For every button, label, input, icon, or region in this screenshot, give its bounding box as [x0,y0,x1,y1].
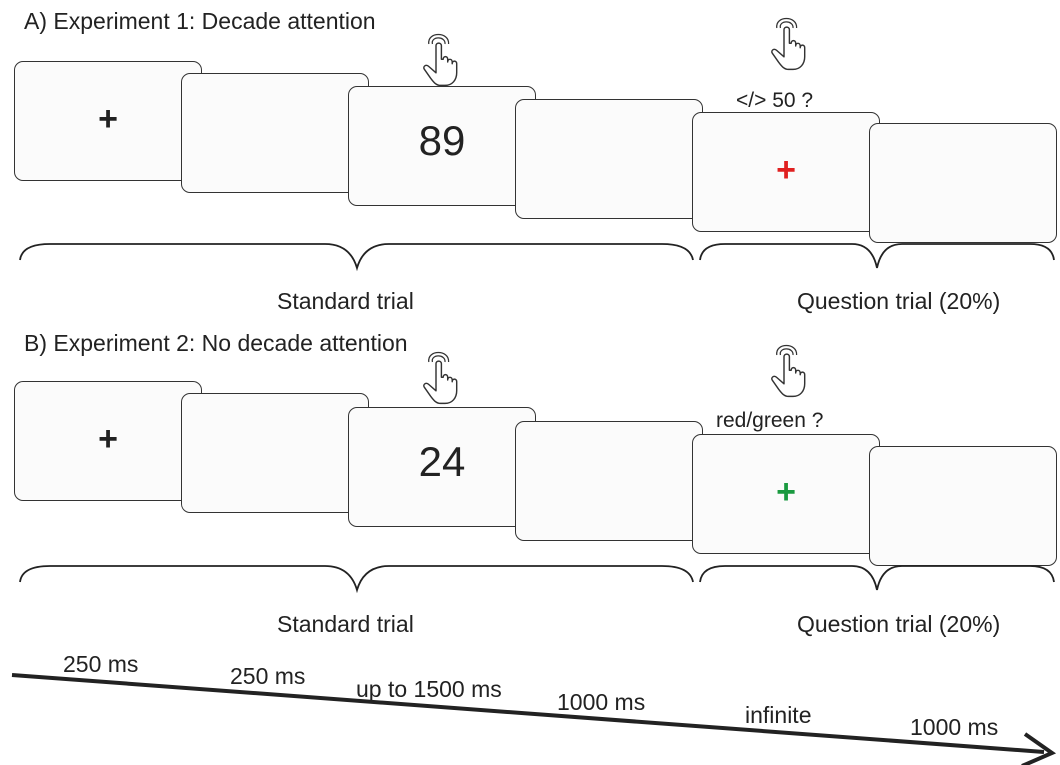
panel-b-heading: B) Experiment 2: No decade attention [24,330,408,356]
timeline-arrow [11,673,1045,754]
red-fixation-cross: + [776,151,796,189]
fixation-cross: + [98,100,118,138]
duration-label: infinite [745,702,812,728]
screen-a1-fixation: + [14,61,202,181]
duration-label: 1000 ms [910,714,999,740]
fixation-cross: + [98,420,118,458]
duration-label: up to 1500 ms [356,676,502,702]
panel-a-heading: A) Experiment 1: Decade attention [24,8,376,34]
green-fixation-cross: + [776,473,796,511]
screen-b1-fixation: + [14,381,202,501]
stimulus-number: 24 [418,438,466,485]
screen-a4-blank [515,99,703,219]
hand-pointer-icon [771,17,806,71]
screen-b6-blank [869,446,1057,566]
timeline-arrowhead [1021,732,1057,765]
question-prompt-a: </> 50 ? [736,89,814,112]
hand-pointer-icon [771,344,806,398]
stimulus-number: 89 [418,117,466,164]
screen-a5-question: + [692,112,880,232]
duration-label: 1000 ms [557,689,646,715]
screen-b5-question: + [692,434,880,554]
screen-b2-blank [181,393,369,513]
question-trial-label-b: Question trial (20%) [797,611,1001,637]
duration-label: 250 ms [63,651,139,677]
standard-trial-label-a: Standard trial [277,288,414,314]
question-trial-brace-a [699,243,1055,269]
question-trial-label-a: Question trial (20%) [797,288,1001,314]
screen-a6-blank [869,123,1057,243]
screen-b3-number: 24 [348,407,536,527]
question-trial-brace-b [699,565,1055,591]
screen-b4-blank [515,421,703,541]
hand-pointer-icon [423,351,458,405]
standard-trial-label-b: Standard trial [277,611,414,637]
standard-trial-brace-a [19,243,694,272]
standard-trial-brace-b [19,565,694,594]
screen-a3-number: 89 [348,86,536,206]
hand-pointer-icon [423,33,458,87]
question-prompt-b: red/green ? [716,409,824,432]
duration-label: 250 ms [230,663,306,689]
